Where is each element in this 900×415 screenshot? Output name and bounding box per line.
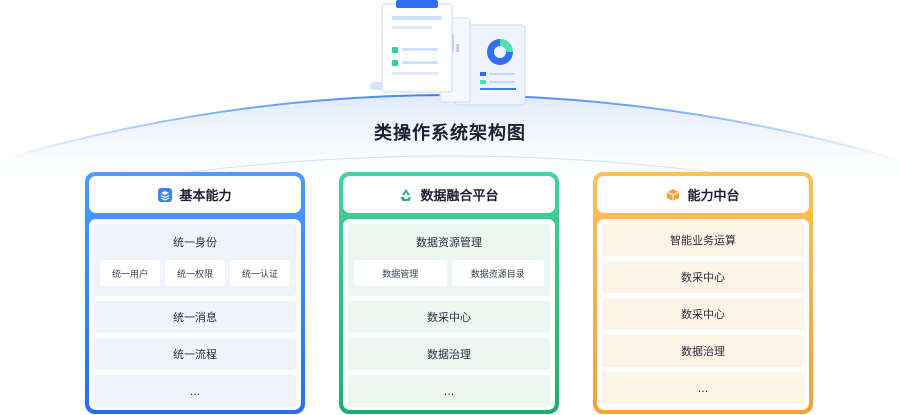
column-title: 数据融合平台 [420,189,499,204]
list-item: 数采中心 [348,301,550,333]
sub-item: 数据管理 [354,260,447,286]
column-body: 数据资源管理 数据管理 数据资源目录 数采中心 数据治理 ... [343,219,555,410]
diagram-title: 类操作系统架构图 [374,123,526,144]
column-title: 基本能力 [179,189,232,204]
column-header: 基本能力 [89,176,301,213]
layers-icon [158,187,173,202]
list-item: 统一消息 [94,301,296,333]
sub-item: 统一用户 [100,260,160,286]
list-item: ... [602,372,804,404]
sub-items: 统一用户 统一权限 统一认证 [94,260,296,286]
list-item: ... [94,375,296,407]
documents-illustration-icon [370,0,526,106]
column-body: 智能业务运算 数采中心 数采中心 数据治理 ... [597,219,809,410]
group-label: 数据资源管理 [416,236,482,249]
sub-item: 统一权限 [165,260,225,286]
list-item: 数据治理 [348,338,550,370]
list-item: 数采中心 [602,298,804,330]
column-title: 能力中台 [687,189,740,204]
list-item: 数采中心 [602,261,804,293]
group-unified-identity: 统一身份 统一用户 统一权限 统一认证 [94,224,296,296]
sub-items: 数据管理 数据资源目录 [348,260,550,286]
sub-item: 数据资源目录 [451,260,544,286]
list-item: ... [348,375,550,407]
list-item: 数据治理 [602,335,804,367]
column-capability-middle-platform: 能力中台 智能业务运算 数采中心 数采中心 数据治理 ... [593,172,813,414]
column-header: 数据融合平台 [343,176,555,213]
list-item: 智能业务运算 [602,224,804,256]
column-body: 统一身份 统一用户 统一权限 统一认证 统一消息 统一流程 ... [89,219,301,410]
list-item: 统一流程 [94,338,296,370]
recycle-icon [400,188,412,201]
group-label: 统一身份 [173,236,217,249]
column-data-fusion-platform: 数据融合平台 数据资源管理 数据管理 数据资源目录 数采中心 数据治理 ... [339,172,559,414]
group-data-resource-management: 数据资源管理 数据管理 数据资源目录 [348,224,550,296]
cube-icon [667,188,680,201]
column-basic-capabilities: 基本能力 统一身份 统一用户 统一权限 统一认证 统一消息 统一流程 ... [85,172,305,414]
column-header: 能力中台 [597,176,809,213]
sub-item: 统一认证 [230,260,290,286]
